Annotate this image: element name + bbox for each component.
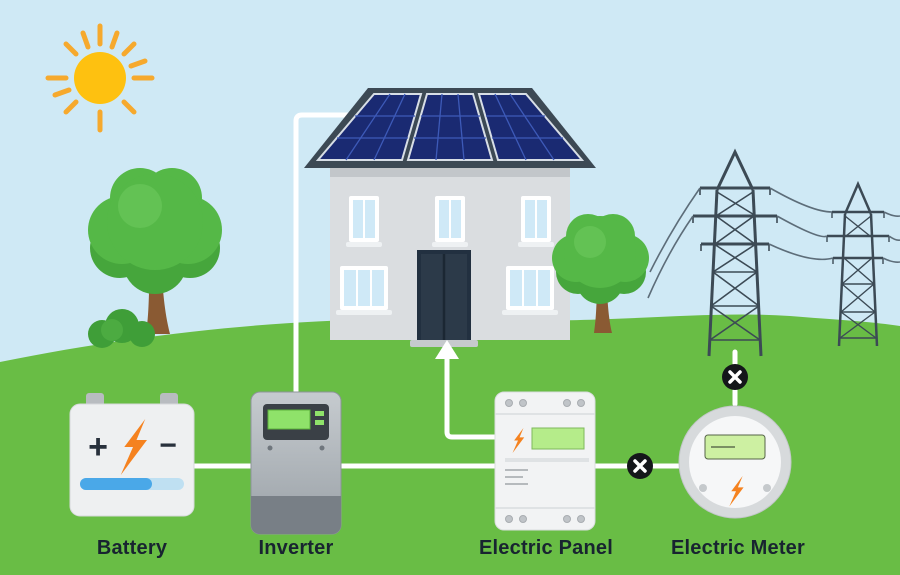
door	[410, 250, 478, 347]
disconnect-x-badge	[722, 364, 748, 390]
electric-panel	[494, 391, 596, 531]
battery-plus-symbol: +	[88, 428, 108, 466]
lightning-bolt-icon	[120, 419, 147, 475]
solar-panels	[315, 93, 585, 161]
electric-meter-label: Electric Meter	[671, 537, 805, 559]
electric-panel-label: Electric Panel	[479, 537, 613, 559]
door-step	[410, 340, 478, 347]
inverter-label: Inverter	[258, 537, 334, 559]
inverter-lcd-display	[267, 409, 311, 430]
power-tower	[692, 148, 778, 357]
wire-panel-house	[444, 354, 500, 440]
lightning-bolt-icon	[729, 476, 744, 507]
electric-meter	[678, 405, 792, 519]
wire-inverter-solar	[293, 112, 367, 403]
bush	[88, 309, 155, 348]
upper-windows	[346, 196, 554, 247]
tree	[552, 214, 649, 333]
arrow-up-icon	[435, 340, 459, 359]
battery: + −	[69, 393, 195, 517]
lower-windows	[336, 266, 558, 315]
power-tower	[826, 180, 890, 347]
power-towers	[647, 148, 900, 357]
battery-charge-bar	[80, 478, 184, 490]
battery-label: Battery	[96, 537, 168, 559]
power-lines	[647, 187, 900, 299]
panel-lcd-display	[531, 427, 585, 450]
lightning-bolt-icon	[512, 428, 525, 453]
grass-hill	[0, 314, 900, 575]
house	[304, 88, 596, 347]
inverter	[250, 391, 342, 535]
disconnect-x-badge	[627, 453, 653, 479]
tree	[88, 168, 222, 334]
sun	[45, 23, 155, 133]
battery-minus-symbol: −	[159, 429, 177, 462]
panel-screws	[505, 399, 585, 523]
